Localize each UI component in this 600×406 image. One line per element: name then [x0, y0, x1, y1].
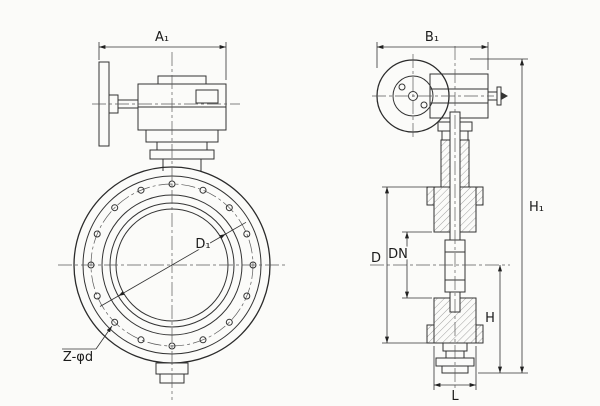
- bolt-hole: [137, 186, 145, 194]
- dimension-label-l: L: [451, 389, 459, 404]
- input-shaft: [488, 86, 508, 106]
- dimension-l: L: [433, 346, 477, 406]
- flange-lug: [426, 324, 435, 344]
- dimension-b1: B₁: [376, 29, 489, 70]
- dimension-dn: DN: [387, 231, 432, 299]
- flange-lug: [426, 186, 435, 206]
- dimension-label-dn: DN: [388, 247, 408, 262]
- neck-bracket: [145, 129, 219, 171]
- bolt-hole: [168, 342, 176, 350]
- dimension-label-b1: B₁: [425, 30, 439, 45]
- gearbox: [137, 75, 227, 131]
- dimension-label-h1: H₁: [529, 200, 544, 215]
- side-view: [376, 59, 508, 374]
- dimension-label-d1: D₁: [195, 237, 210, 252]
- bolt-hole: [243, 292, 251, 300]
- bolt-hole: [93, 292, 101, 300]
- bolt-hole: [93, 230, 101, 238]
- flange-lug: [475, 324, 484, 344]
- front-dimensions: A₁ D₁ Z-φd: [61, 29, 247, 367]
- dimension-h1: H₁: [470, 58, 546, 374]
- dimension-label-d: D: [371, 251, 381, 266]
- bolt-hole: [199, 186, 207, 194]
- dimension-label-a1: A₁: [155, 30, 169, 45]
- bolt-pattern-label: Z-φd: [63, 350, 93, 365]
- crank-knob-icon: [501, 92, 508, 100]
- bolt-hole: [111, 204, 119, 212]
- bolt-pattern-callout: Z-φd: [61, 325, 113, 367]
- bolt-hole: [137, 336, 145, 344]
- dimension-label-h: H: [485, 311, 495, 326]
- flange-lug: [475, 186, 484, 206]
- bolt-hole: [199, 336, 207, 344]
- dimension-a1: A₁: [98, 29, 227, 80]
- dimension-d: D: [369, 186, 432, 344]
- dimension-d1: D₁: [99, 221, 247, 307]
- bolt-hole: [225, 318, 233, 326]
- bolt-hole: [225, 204, 233, 212]
- dimension-h: H: [484, 265, 503, 373]
- bolt-hole: [111, 318, 119, 326]
- side-dimensions: B₁ H₁ D DN H: [369, 29, 546, 406]
- bolt-hole: [243, 230, 251, 238]
